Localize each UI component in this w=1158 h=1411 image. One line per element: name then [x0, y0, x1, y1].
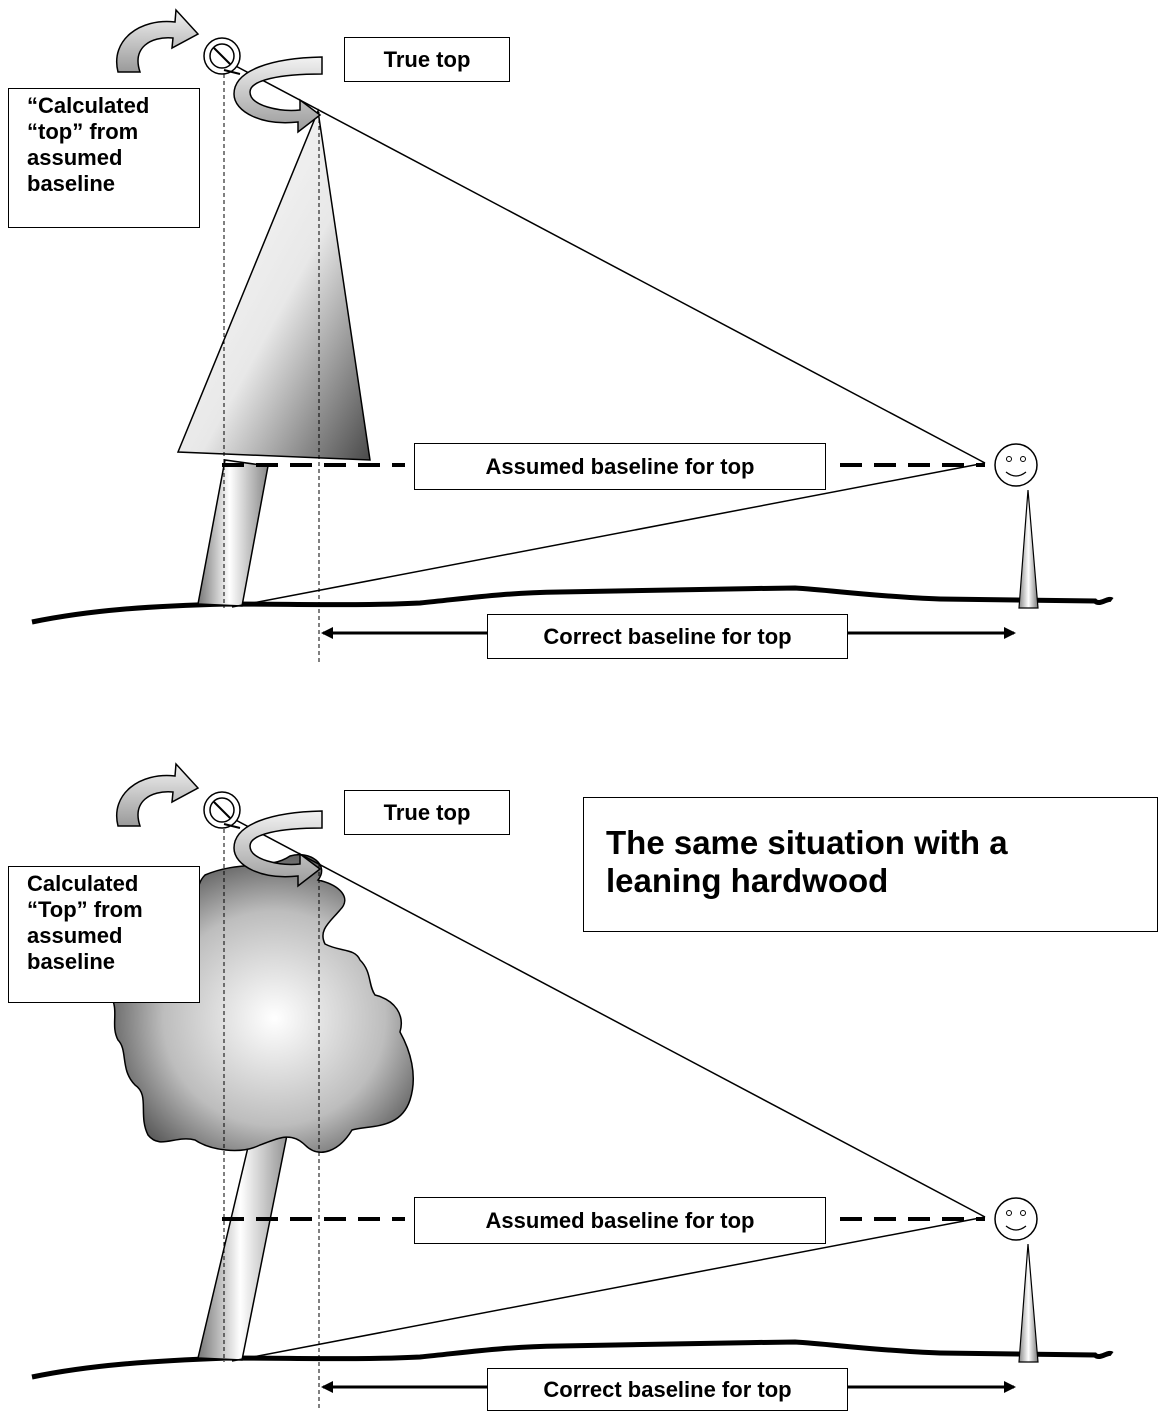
true-top-label: True top [344, 37, 510, 82]
true-top-no-sign-icon [203, 37, 241, 75]
correct-baseline-label: Correct baseline for top [487, 614, 848, 659]
smiley-face-icon [994, 443, 1038, 487]
smiley-face-icon [994, 1197, 1038, 1241]
true-top-no-sign-icon [203, 791, 241, 829]
sight-line-base [231, 462, 986, 608]
sight-line-base [231, 1216, 986, 1362]
diagram-caption: The same situation with a leaning hardwo… [583, 797, 1158, 932]
correct-baseline-label: Correct baseline for top [487, 1368, 848, 1411]
curved-arrow-to-true-top-icon [115, 8, 200, 73]
assumed-baseline-label: Assumed baseline for top [414, 443, 826, 490]
true-top-label: True top [344, 790, 510, 835]
calculated-top-label: Calculated “Top” from assumed baseline [8, 866, 200, 1003]
assumed-baseline-label: Assumed baseline for top [414, 1197, 826, 1244]
calculated-top-label: “Calculated “top” from assumed baseline [8, 88, 200, 228]
observer-body [1018, 489, 1039, 609]
panel-1 [31, 8, 1114, 662]
curl-arrow-to-calculated-top-icon [233, 56, 323, 134]
curved-arrow-to-true-top-icon [115, 762, 200, 827]
tree-trunk [197, 459, 269, 607]
sight-line-true-top [229, 816, 986, 1218]
conifer-crown [176, 108, 371, 461]
observer-body [1018, 1243, 1039, 1363]
sight-line-true-top [229, 62, 986, 464]
curl-arrow-to-calculated-top-icon [233, 810, 323, 888]
